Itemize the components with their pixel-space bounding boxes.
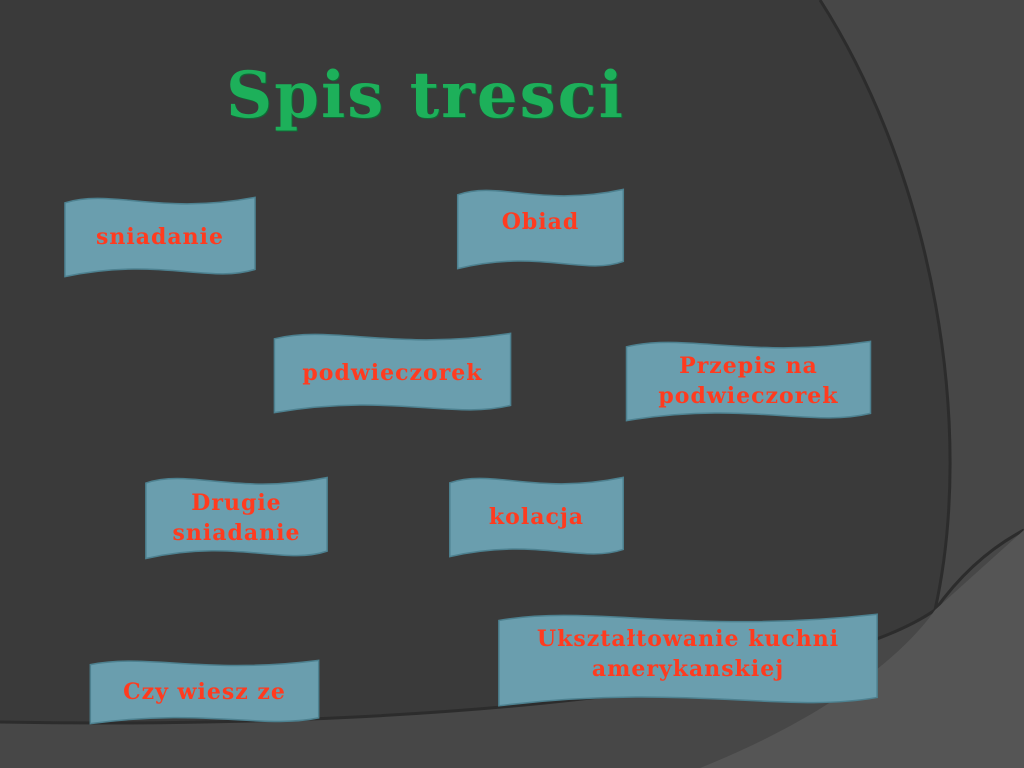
link-kolacja[interactable]: kolacja <box>448 472 625 562</box>
banner-label-line: Drugie <box>191 490 282 516</box>
banner-label-line: podwieczorek <box>658 383 839 409</box>
link-sniadanie[interactable]: sniadanie <box>63 192 257 282</box>
banner-label-line: sniadanie <box>172 520 301 546</box>
banner-label: Obiad <box>501 209 580 235</box>
banner-label: Ukształtowanie kuchni amerykanskiej <box>501 608 875 700</box>
banner-label: Czy wiesz ze <box>123 679 286 705</box>
banner-shape <box>88 656 321 728</box>
banner-shape <box>272 328 513 418</box>
page-title: Spis tresci <box>226 58 625 133</box>
link-przepis-na-podwieczorek[interactable]: Przepis na podwieczorek <box>624 336 873 426</box>
banner-label: Przepis na podwieczorek <box>630 336 867 426</box>
banner-shape <box>624 336 873 426</box>
link-czy-wiesz-ze[interactable]: Czy wiesz ze <box>88 656 321 728</box>
link-uksztaltowanie-kuchni-amerykanskiej[interactable]: Ukształtowanie kuchni amerykanskiej <box>495 608 881 712</box>
banner-label-line: Przepis na <box>679 353 818 379</box>
link-drugie-sniadanie[interactable]: Drugie sniadanie <box>144 472 329 564</box>
banner-shape <box>144 472 329 564</box>
banner-label: kolacja <box>488 504 585 530</box>
link-podwieczorek[interactable]: podwieczorek <box>272 328 513 418</box>
banner-label: Drugie sniadanie <box>150 472 323 564</box>
banner-label: podwieczorek <box>302 360 483 386</box>
banner-shape <box>495 608 881 712</box>
banner-shape <box>448 472 625 562</box>
banner-label-line: amerykanskiej <box>591 656 785 682</box>
banner-label-line: Ukształtowanie kuchni <box>536 626 840 652</box>
banner-label: sniadanie <box>96 224 224 250</box>
banner-shape <box>63 192 257 282</box>
link-obiad[interactable]: Obiad <box>456 184 625 274</box>
banner-shape <box>456 184 625 274</box>
